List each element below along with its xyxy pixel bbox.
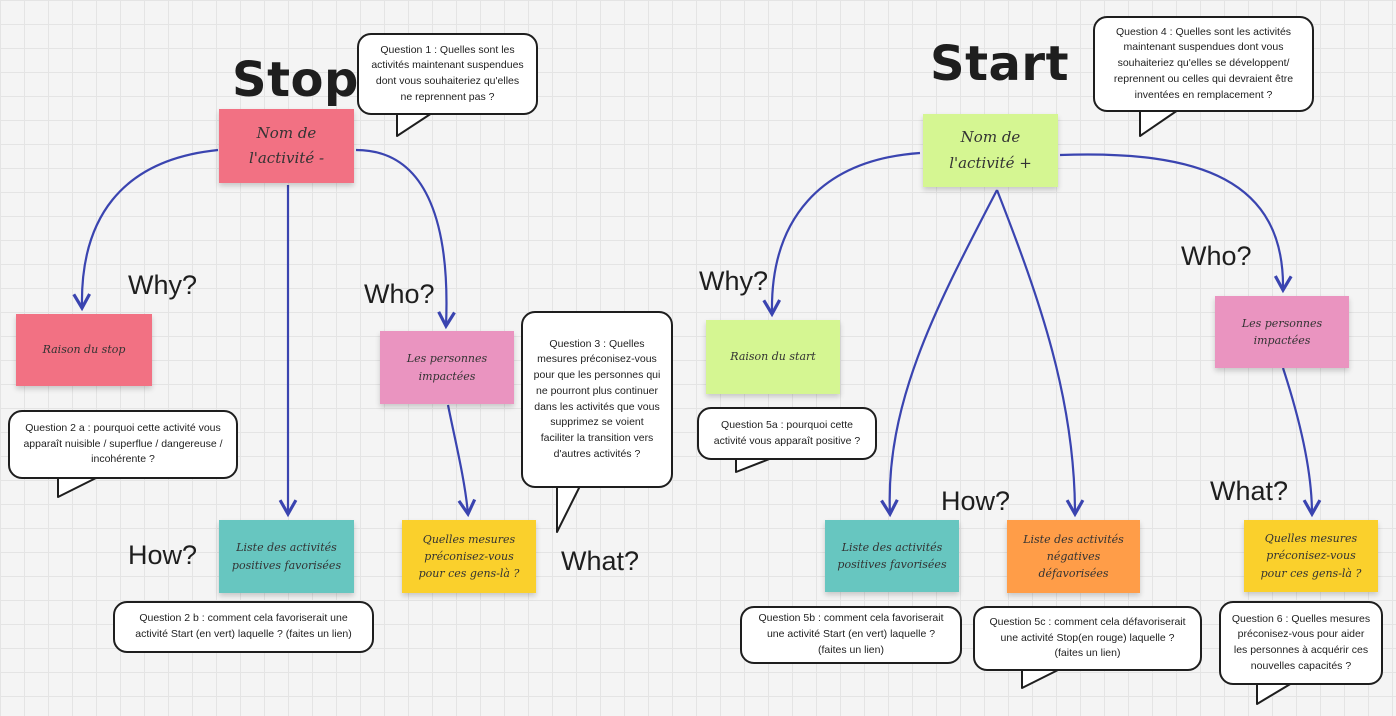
sticky-stop-reason[interactable]: Raison du stop bbox=[16, 314, 152, 386]
arrow-people-to-measures bbox=[446, 404, 477, 518]
arrow-start-to-neglist bbox=[995, 189, 1085, 518]
label-start-what: What? bbox=[1210, 476, 1289, 506]
question-5b-bubble[interactable]: Question 5b : comment cela favoriserait … bbox=[740, 606, 962, 664]
tail-q2a bbox=[57, 476, 99, 498]
sticky-stop-activity[interactable]: Nom de l'activité - bbox=[219, 109, 354, 183]
question-3-bubble[interactable]: Question 3 : Quelles mesures préconisez-… bbox=[521, 311, 673, 488]
start-title: Start bbox=[930, 36, 1070, 92]
question-5a-bubble[interactable]: Question 5a : pourquoi cette activité vo… bbox=[697, 407, 877, 460]
label-stop-why: Why? bbox=[128, 270, 198, 300]
question-6-bubble[interactable]: Question 6 : Quelles mesures préconisez-… bbox=[1219, 601, 1383, 685]
sticky-start-reason[interactable]: Raison du start bbox=[706, 320, 840, 394]
sticky-start-measures[interactable]: Quelles mesures préconisez-vous pour ces… bbox=[1244, 520, 1378, 592]
stop-title: Stop bbox=[232, 52, 359, 108]
arrow-start-to-poslist bbox=[880, 189, 998, 518]
question-5c-bubble[interactable]: Question 5c : comment cela défavoriserai… bbox=[973, 606, 1202, 671]
sticky-start-people[interactable]: Les personnes impactées bbox=[1215, 296, 1349, 368]
label-start-why: Why? bbox=[699, 266, 769, 296]
label-start-how: How? bbox=[941, 486, 1011, 516]
label-stop-how: How? bbox=[128, 540, 198, 570]
question-2a-bubble[interactable]: Question 2 a : pourquoi cette activité v… bbox=[8, 410, 238, 479]
question-1-bubble[interactable]: Question 1 : Quelles sont les activités … bbox=[357, 33, 538, 115]
label-stop-what: What? bbox=[561, 546, 640, 576]
sticky-start-negative-list[interactable]: Liste des activités négatives défavorisé… bbox=[1007, 520, 1140, 593]
tail-q6 bbox=[1256, 682, 1293, 705]
question-2b-bubble[interactable]: Question 2 b : comment cela favoriserait… bbox=[113, 601, 374, 653]
sticky-start-positive-list[interactable]: Liste des activités positives favorisées bbox=[825, 520, 959, 592]
sticky-stop-measures[interactable]: Quelles mesures préconisez-vous pour ces… bbox=[402, 520, 536, 593]
label-start-who: Who? bbox=[1181, 241, 1252, 271]
sticky-stop-people[interactable]: Les personnes impactées bbox=[380, 331, 514, 404]
sticky-stop-positive-list[interactable]: Liste des activités positives favorisées bbox=[219, 520, 354, 593]
tail-q3 bbox=[556, 485, 581, 533]
question-4-bubble[interactable]: Question 4 : Quelles sont les activités … bbox=[1093, 16, 1314, 112]
tail-q1 bbox=[396, 112, 433, 137]
label-stop-who: Who? bbox=[364, 279, 435, 309]
tail-q5c bbox=[1021, 668, 1061, 689]
tail-q4 bbox=[1139, 109, 1179, 137]
tail-q5a bbox=[735, 457, 773, 473]
arrow-start-to-reason bbox=[762, 151, 921, 318]
sticky-start-activity[interactable]: Nom de l'activité + bbox=[923, 114, 1058, 187]
